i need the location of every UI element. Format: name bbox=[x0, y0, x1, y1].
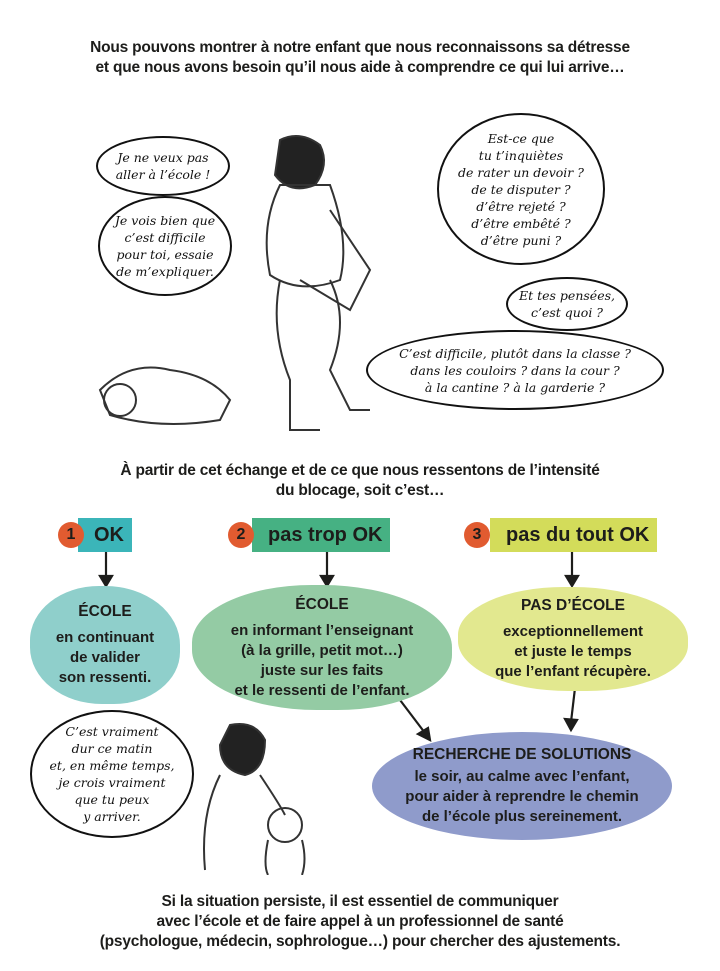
speech-bubble-encourage: C’est vraiment dur ce matin et, en même … bbox=[30, 710, 194, 838]
option-title: PAS D’ÉCOLE bbox=[521, 597, 625, 614]
speech-bubble-where: C’est difficile, plutôt dans la classe ?… bbox=[366, 330, 664, 410]
option-body: en informant l’enseignant (à la grille, … bbox=[230, 621, 414, 699]
arrow-head bbox=[563, 717, 579, 733]
speech-bubble-child: Je ne veux pas aller à l’école ! bbox=[96, 136, 230, 196]
bubble-text: C’est difficile, plutôt dans la classe ?… bbox=[399, 345, 631, 395]
middle-line-2: du blocage, soit c’est… bbox=[275, 482, 445, 499]
option-label: pas trop OK bbox=[268, 523, 383, 546]
footer-line-1: Si la situation persiste, il est essenti… bbox=[161, 893, 559, 910]
option-2-tag: pas trop OK bbox=[252, 518, 391, 552]
option-1-badge: 1 bbox=[58, 522, 84, 548]
footer-line-2: avec l’école et de faire appel à un prof… bbox=[156, 913, 564, 930]
intro-line-2: et que nous avons besoin qu’il nous aide… bbox=[95, 59, 625, 76]
bubble-text: C’est vraiment dur ce matin et, en même … bbox=[49, 724, 175, 824]
option-2-badge: 2 bbox=[228, 522, 254, 548]
bubble-text: Est-ce que tu t’inquiètes de rater un de… bbox=[458, 130, 584, 248]
bubble-text: Je vois bien que c’est difficile pour to… bbox=[114, 213, 216, 279]
arrow-head bbox=[564, 574, 580, 589]
option-3-tag: pas du tout OK bbox=[490, 518, 658, 552]
arrow-head bbox=[98, 574, 114, 589]
solutions-box: RECHERCHE DE SOLUTIONS le soir, au calme… bbox=[372, 732, 672, 840]
footer-text: Si la situation persiste, il est essenti… bbox=[0, 892, 720, 952]
solutions-body: le soir, au calme avec l’enfant, pour ai… bbox=[405, 768, 639, 825]
option-1-tag: OK bbox=[78, 518, 132, 552]
middle-text: À partir de cet échange et de ce que nou… bbox=[0, 461, 720, 501]
solutions-title: RECHERCHE DE SOLUTIONS bbox=[412, 746, 632, 763]
option-label: pas du tout OK bbox=[506, 523, 650, 546]
option-label: OK bbox=[94, 523, 124, 546]
intro-line-1: Nous pouvons montrer à notre enfant que … bbox=[90, 39, 630, 56]
option-1-box: ÉCOLE en continuant de valider son resse… bbox=[30, 586, 180, 704]
middle-line-1: À partir de cet échange et de ce que nou… bbox=[120, 462, 600, 479]
option-3-box: PAS D’ÉCOLE exceptionnellement et juste … bbox=[458, 587, 688, 691]
bubble-text: Et tes pensées, c’est quoi ? bbox=[519, 288, 615, 320]
footer-line-3: (psychologue, médecin, sophrologue…) pou… bbox=[99, 933, 621, 950]
bubble-text: Je ne veux pas aller à l’école ! bbox=[115, 150, 211, 182]
arrow-head bbox=[319, 574, 335, 589]
option-2-box: ÉCOLE en informant l’enseignant (à la gr… bbox=[192, 585, 452, 710]
option-body: exceptionnellement et juste le temps que… bbox=[495, 623, 651, 680]
option-title: ÉCOLE bbox=[295, 595, 349, 613]
parent-hugging-child-illustration bbox=[203, 723, 306, 875]
speech-bubble-thoughts: Et tes pensées, c’est quoi ? bbox=[506, 277, 628, 331]
speech-bubble-parent: Je vois bien que c’est difficile pour to… bbox=[98, 196, 232, 296]
intro-text: Nous pouvons montrer à notre enfant que … bbox=[0, 38, 720, 78]
option-body: en continuant de valider son ressenti. bbox=[55, 629, 155, 686]
arrow-head bbox=[415, 726, 432, 742]
speech-bubble-worries: Est-ce que tu t’inquiètes de rater un de… bbox=[437, 113, 605, 265]
option-title: ÉCOLE bbox=[78, 603, 132, 620]
option-3-badge: 3 bbox=[464, 522, 490, 548]
parent-child-illustration bbox=[98, 135, 372, 431]
